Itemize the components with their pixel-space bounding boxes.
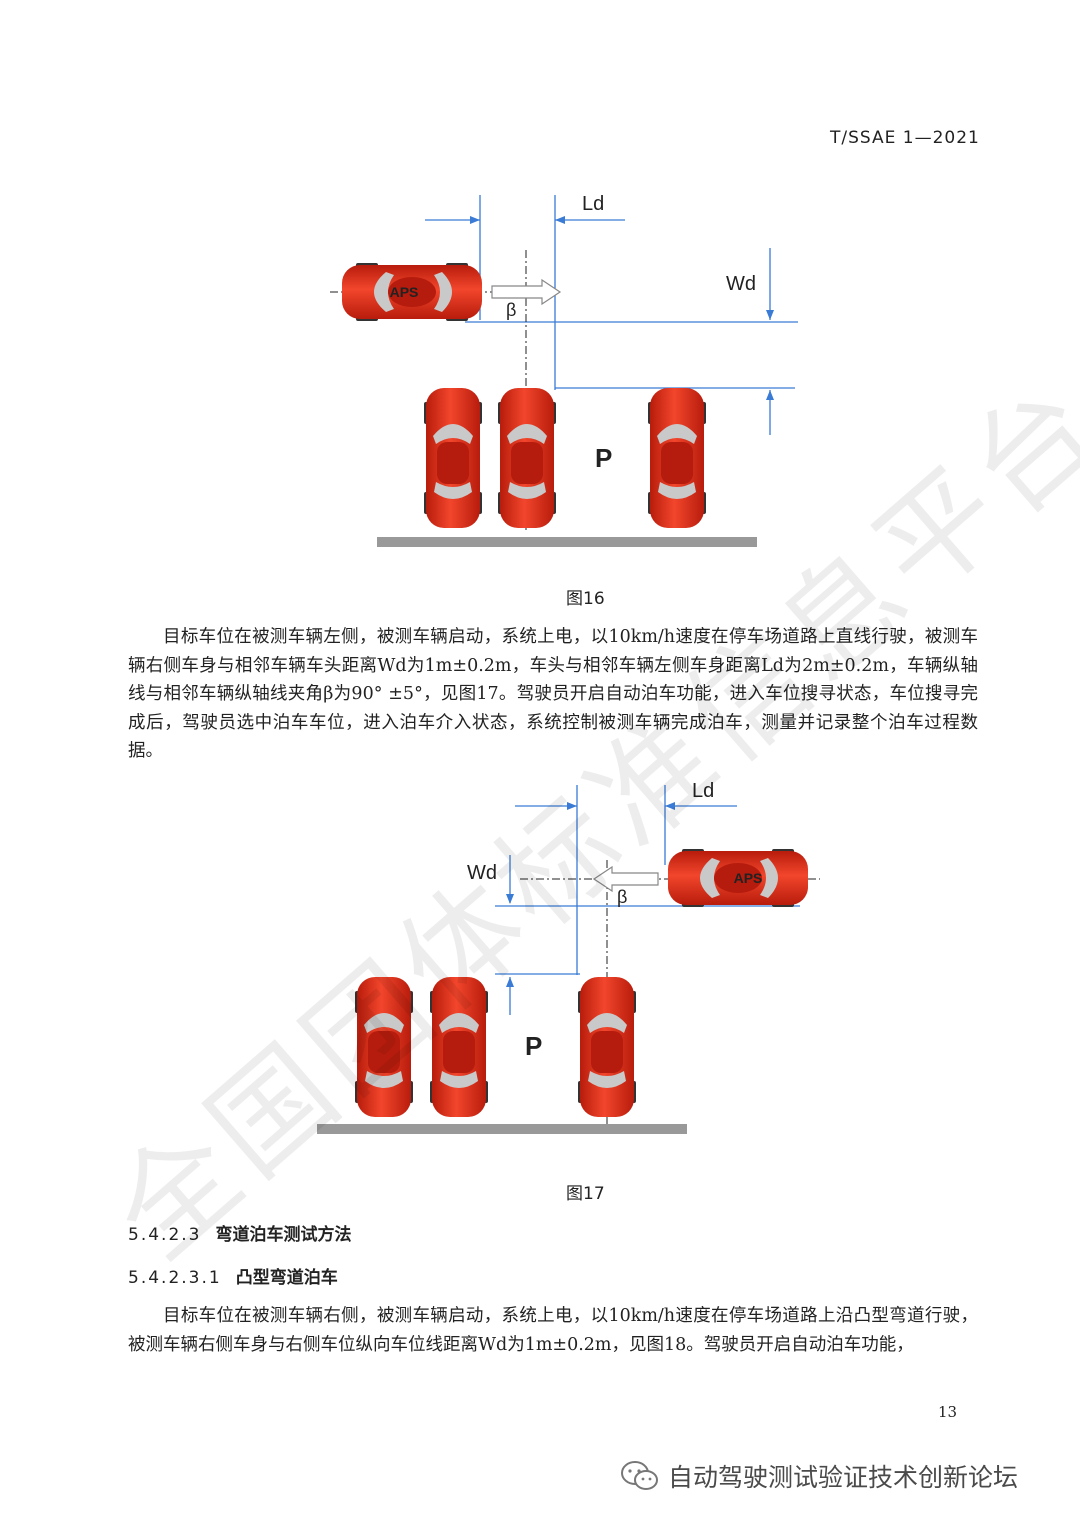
label-ld: Ld [582, 193, 604, 215]
parked-car [355, 977, 413, 1117]
ground-line [377, 537, 757, 547]
parked-car [578, 977, 636, 1117]
section-heading: 5.4.2.3 弯道泊车测试方法 [128, 1220, 351, 1245]
direction-arrow-icon [592, 865, 659, 893]
label-parking-spot: P [595, 443, 612, 473]
car-label: APS [390, 284, 419, 300]
car-label: APS [734, 870, 763, 886]
test-vehicle-car: APS [342, 263, 482, 321]
paragraph-1: 目标车位在被测车辆左侧，被测车辆启动，系统上电，以10km/h速度在停车场道路上… [128, 627, 978, 761]
footer: 自动驾驶测试验证技术创新论坛 [620, 1458, 1018, 1494]
parked-car [498, 388, 556, 528]
figure-17-caption: 图17 [566, 1184, 605, 1204]
section-title: 凸型弯道泊车 [235, 1268, 338, 1288]
label-parking-spot: P [525, 1031, 542, 1061]
parked-car [424, 388, 482, 528]
figure-16: APS Ld Wd β P [330, 193, 798, 547]
label-ld: Ld [692, 780, 714, 802]
subsection-heading: 5.4.2.3.1 凸型弯道泊车 [128, 1263, 338, 1288]
label-beta: β [506, 300, 516, 320]
test-vehicle-car: APS [668, 849, 808, 907]
label-wd: Wd [467, 862, 497, 884]
page-number: 13 [938, 1403, 958, 1421]
label-beta: β [617, 887, 627, 907]
label-wd: Wd [726, 273, 756, 295]
wechat-icon [621, 1461, 658, 1490]
parked-car [430, 977, 488, 1117]
paragraph-2: 目标车位在被测车辆右侧，被测车辆启动，系统上电，以10km/h速度在停车场道路上… [128, 1306, 978, 1355]
section-number: 5.4.2.3 [128, 1225, 202, 1245]
ground-line [317, 1124, 687, 1134]
direction-arrow-icon [491, 278, 562, 306]
footer-text: 自动驾驶测试验证技术创新论坛 [668, 1463, 1019, 1492]
document-code: T/SSAE 1—2021 [830, 128, 980, 148]
parked-car [648, 388, 706, 528]
section-number: 5.4.2.3.1 [128, 1268, 222, 1288]
section-title: 弯道泊车测试方法 [215, 1225, 352, 1245]
figure-17: APS Ld Wd β P [317, 780, 820, 1134]
figure-16-caption: 图16 [566, 589, 605, 609]
